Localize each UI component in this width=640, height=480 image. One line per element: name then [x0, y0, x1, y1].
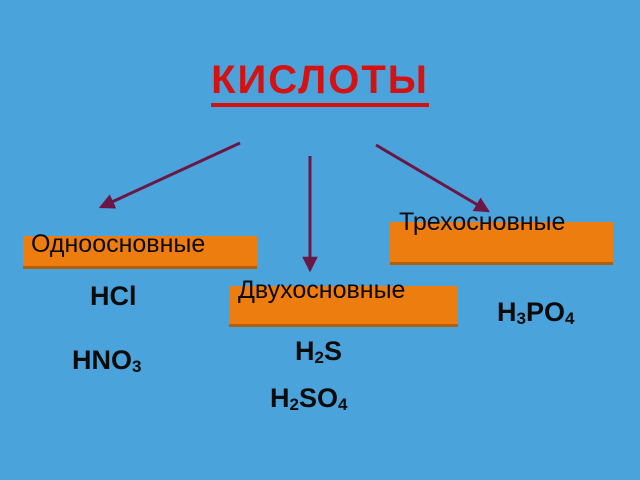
formula-hno3-subscript: 3 [132, 357, 142, 376]
category-box-monobasic [23, 236, 257, 269]
page-title: КИСЛОТЫ [0, 58, 640, 107]
formula-h3po4-h: H [497, 297, 517, 327]
formula-h2so4-subscript-1: 2 [289, 395, 299, 414]
formula-hcl-text: HCl [90, 281, 137, 311]
formula-h2s-subscript: 2 [314, 348, 324, 367]
formula-hno3: HNO3 [72, 345, 141, 379]
formula-h2so4-mid: SO [298, 383, 338, 413]
category-box-tribasic [390, 222, 613, 265]
formula-h2so4: H2SO4 [270, 383, 347, 417]
category-label-tribasic: Трехосновные [399, 208, 566, 236]
formula-h2so4-subscript-2: 4 [337, 395, 348, 414]
category-label-dibasic: Двухосновные [238, 276, 406, 304]
page-title-text: КИСЛОТЫ [211, 58, 429, 107]
formula-h3po4-subscript-2: 4 [564, 309, 575, 328]
formula-hcl: HCl [90, 281, 137, 311]
formula-hno3-base: HNO [72, 345, 132, 375]
formula-h3po4-mid: PO [525, 297, 565, 327]
formula-h2s: H2S [295, 336, 342, 370]
formula-h2s-h: H [295, 336, 315, 366]
formula-h2s-tail: S [323, 336, 342, 366]
formula-h3po4: H3PO4 [497, 297, 574, 331]
arrow-to-monobasic-icon [98, 141, 241, 209]
category-box-dibasic [229, 286, 458, 327]
arrow-to-tribasic-icon [375, 143, 491, 213]
category-label-monobasic: Одноосновные [31, 230, 206, 258]
formula-h3po4-subscript-1: 3 [516, 309, 526, 328]
formula-h2so4-h: H [270, 383, 290, 413]
